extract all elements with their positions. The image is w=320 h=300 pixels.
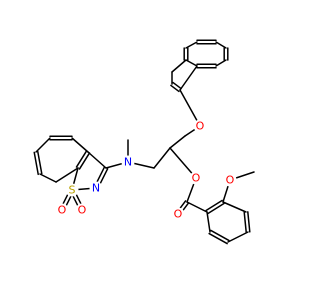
bond-single — [186, 201, 208, 213]
atom-symbol: O — [192, 172, 201, 185]
bond-single — [185, 41, 198, 49]
bond-single — [153, 147, 171, 169]
bond-double-b — [247, 211, 251, 233]
bond-double-a — [78, 152, 91, 170]
atom-label-background — [189, 171, 203, 185]
bond-single — [87, 151, 107, 169]
atom-label-background — [65, 183, 79, 197]
bond-double-b — [170, 84, 180, 93]
bond-single — [227, 231, 249, 243]
bond-single — [179, 65, 198, 91]
bond-double-a — [243, 211, 247, 233]
atom-symbol: N — [92, 182, 100, 195]
atom-symbol: O — [58, 204, 67, 217]
atom-n-amine: N — [121, 155, 135, 169]
atom-label-background — [89, 181, 103, 195]
atom-o-methoxy: O — [223, 173, 237, 187]
bond-single — [169, 135, 186, 149]
bond-single — [71, 137, 89, 153]
atom-symbol: O — [174, 208, 183, 221]
bond-single — [185, 59, 198, 67]
bond-single — [215, 59, 227, 67]
bond-single — [222, 201, 247, 213]
atom-label-background — [55, 203, 69, 217]
atom-n-ring: N — [89, 181, 103, 195]
atom-s-ring: S — [65, 183, 79, 197]
atom-label-background — [223, 173, 237, 187]
bond-single — [55, 167, 79, 183]
bond-single — [169, 147, 197, 179]
bond-single — [179, 89, 201, 127]
bond-double-a — [210, 229, 230, 242]
bond-double-b — [75, 150, 88, 168]
atom-o-sulfonyl-1: O — [55, 203, 69, 217]
atom-label-background — [75, 203, 89, 217]
atom-symbol: O — [196, 120, 205, 133]
atom-label-background — [193, 119, 207, 133]
atom-symbol: N — [124, 156, 132, 169]
atom-symbol: O — [78, 204, 87, 217]
atom-symbol: O — [226, 174, 235, 187]
bond-double-b — [37, 150, 43, 175]
atom-o-ester: O — [189, 171, 203, 185]
bond-single — [215, 41, 227, 49]
bond-single — [39, 173, 57, 183]
bond-single — [171, 59, 187, 73]
bond-double-b — [205, 199, 223, 212]
bond-double-a — [172, 81, 182, 90]
bond-single — [35, 137, 51, 153]
atom-o-ether: O — [193, 119, 207, 133]
atom-symbol: S — [69, 184, 76, 197]
bond-single — [206, 211, 211, 233]
bond-double-a — [33, 151, 39, 176]
bond-double-a — [207, 202, 225, 215]
atom-label-background — [171, 207, 185, 221]
bond-double-b — [208, 232, 228, 245]
atom-o-carbonyl: O — [171, 207, 185, 221]
atom-label-background — [121, 155, 135, 169]
atom-o-sulfonyl-2: O — [75, 203, 89, 217]
